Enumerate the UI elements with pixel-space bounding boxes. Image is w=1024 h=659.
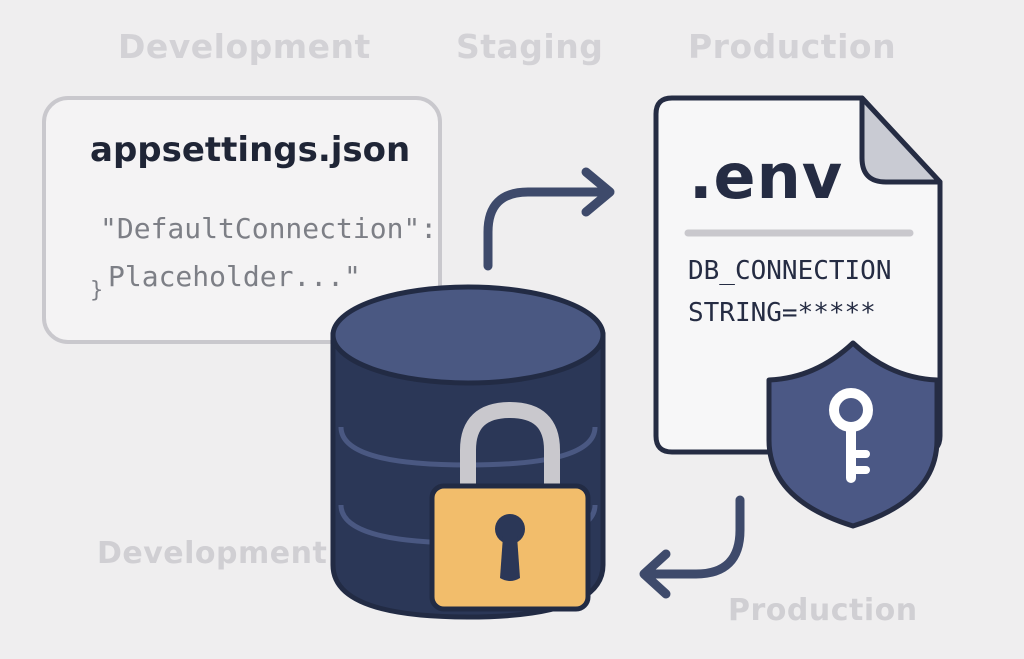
connection-key-text: "DefaultConnection": (100, 212, 438, 245)
shield-key-icon (766, 340, 940, 529)
closing-brace-text: } (90, 278, 104, 303)
environment-label-staging: Staging (456, 27, 604, 66)
environment-label-development: Development (118, 27, 371, 66)
arrow-down-left-icon (639, 495, 745, 599)
environment-label-development-bottom: Development (97, 536, 328, 571)
env-connection-string-masked: STRING=***** (688, 298, 876, 328)
placeholder-value-text: Placeholder..." (108, 260, 361, 293)
environment-label-production: Production (688, 27, 897, 66)
env-db-connection-key: DB_CONNECTION (688, 256, 892, 286)
env-filename: .env (689, 140, 844, 213)
padlock-icon (429, 401, 591, 612)
appsettings-card: appsettings.json "DefaultConnection": Pl… (42, 96, 442, 344)
environment-label-production-bottom: Production (728, 593, 918, 628)
arrow-up-right-icon (483, 167, 615, 271)
appsettings-filename: appsettings.json (90, 130, 411, 170)
